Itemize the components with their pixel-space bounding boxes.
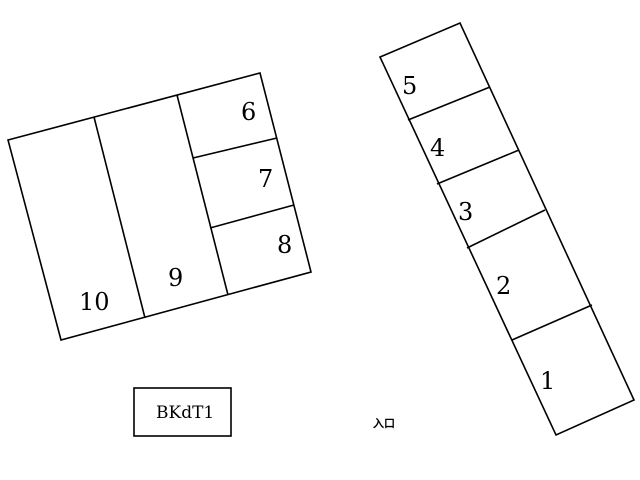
plot-number-7: 7 <box>258 165 273 193</box>
plot-number-8: 8 <box>277 231 292 259</box>
building-label-box <box>133 387 232 437</box>
left-block-outline <box>7 72 312 341</box>
entrance-label: 入口 <box>373 417 395 430</box>
plot-number-3: 3 <box>458 198 473 226</box>
plot-number-6: 6 <box>241 98 256 126</box>
right-plot-strip: 5 4 3 2 1 <box>378 21 636 437</box>
plot-number-4: 4 <box>430 134 445 162</box>
plot-number-2: 2 <box>496 272 511 300</box>
divider-10-9 <box>93 116 146 319</box>
plot-number-1: 1 <box>540 367 555 395</box>
divider-2-1 <box>511 304 593 341</box>
divider-5-4 <box>407 86 491 121</box>
divider-6-7 <box>192 137 278 159</box>
building-label-text: BKdT1 <box>156 403 214 423</box>
divider-9-678 <box>176 94 229 296</box>
divider-4-3 <box>436 149 520 185</box>
left-plot-block: 10 9 6 7 8 <box>7 72 312 341</box>
plot-number-9: 9 <box>168 264 183 292</box>
divider-3-2 <box>466 209 546 249</box>
building-label: BKdT1 <box>133 387 232 437</box>
divider-7-8 <box>209 204 295 229</box>
plot-number-10: 10 <box>79 288 110 316</box>
plot-number-5: 5 <box>402 72 417 100</box>
